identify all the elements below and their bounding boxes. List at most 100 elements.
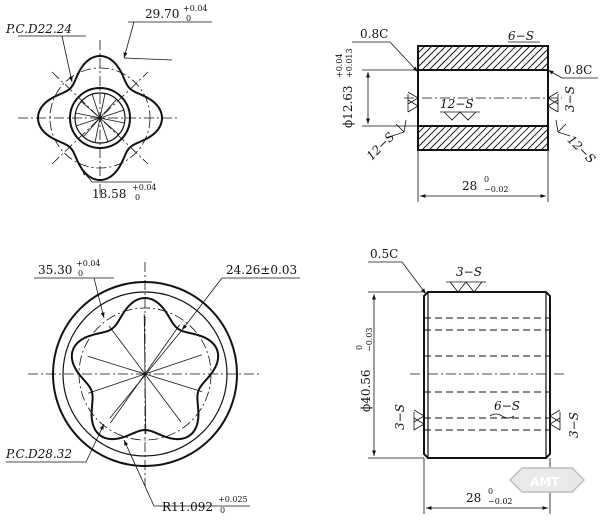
bore-inner-circle — [74, 92, 126, 144]
dia-tol-low: +0.013 — [345, 48, 354, 78]
len-tol-up: 0 — [484, 175, 489, 184]
hatch-line — [449, 125, 475, 151]
hatch-line — [417, 45, 426, 54]
hatch-line — [456, 125, 482, 151]
radial-lines — [87, 313, 203, 435]
finish-right-symbol — [549, 409, 561, 431]
pcd-leader — [85, 423, 105, 463]
hatch-line — [484, 125, 510, 151]
finish-mid-label: 6−S — [494, 399, 520, 413]
len-tol-low: −0.02 — [484, 185, 509, 194]
outer-inner-circle — [62, 291, 228, 457]
chamfer-left-leader — [389, 41, 419, 73]
hatch-bottom-wall — [417, 125, 549, 151]
hatch-line — [417, 125, 433, 141]
hatch-line — [428, 125, 454, 151]
finish-right-diag-symbol — [555, 119, 571, 137]
finish-mid-wave — [489, 413, 515, 419]
dim-bottom-tol-low: 0 — [135, 193, 140, 202]
centerline-diag-2 — [51, 71, 149, 165]
hatch-top-wall — [417, 45, 549, 71]
bore-ray — [99, 117, 109, 142]
hatch-line — [421, 125, 447, 151]
lobe-ray — [143, 313, 146, 375]
hatch-line — [417, 125, 440, 148]
dim-bottom-leader — [81, 169, 93, 183]
dim-top-ext — [123, 57, 173, 61]
len-label: 28 — [462, 179, 477, 193]
chamfer-right-label: 0.8C — [564, 63, 592, 77]
hatch-line — [505, 45, 531, 71]
hatch-line — [526, 48, 549, 71]
dim-top-tol-up: +0.04 — [183, 4, 208, 13]
hatch-line — [421, 45, 447, 71]
hatch-line — [435, 45, 461, 71]
watermark-text: AMT — [530, 475, 560, 489]
radius-value: R11.092 — [162, 500, 213, 514]
lobe-ray — [144, 373, 147, 435]
bore-ray — [75, 112, 101, 119]
finish-right-vert-label: 3−S — [563, 86, 577, 112]
radius-tol-low: 0 — [220, 506, 225, 515]
hatch-line — [442, 125, 468, 151]
hatch-line — [477, 125, 503, 151]
sleeve-outline — [423, 291, 551, 459]
hatch-line — [463, 45, 489, 71]
dia-tol-up: +0.04 — [335, 53, 344, 78]
four-lobe-profile — [36, 54, 164, 182]
len-label: 28 — [466, 491, 481, 505]
dim-a-value: 35.30 — [38, 263, 72, 277]
dim-b-line — [109, 329, 183, 419]
hatch-line — [463, 125, 489, 151]
len-tol-up: 0 — [488, 487, 493, 496]
dia-tol-up: 0 — [355, 345, 364, 350]
dia-label: ϕ12.63 — [341, 85, 355, 128]
bore-ray — [99, 93, 106, 119]
bore-ray — [81, 101, 101, 119]
bore-ray — [99, 117, 125, 124]
hatch-line — [470, 45, 496, 71]
pitch-circle — [49, 67, 151, 169]
hatch-line — [470, 125, 496, 151]
hatch-line — [428, 45, 454, 71]
hatch-line — [526, 128, 549, 151]
dim-top-tol-low: 0 — [186, 14, 191, 23]
pcd-label: P.C.D22.24 — [5, 22, 72, 36]
hatch-line — [519, 125, 545, 151]
dim-top-leader — [123, 21, 135, 59]
hatch-line — [540, 142, 549, 151]
hatch-line — [449, 45, 475, 71]
watermark-badge — [508, 467, 586, 493]
hatch-line — [512, 45, 538, 71]
hatch-line — [484, 45, 510, 71]
hatch-line — [512, 125, 538, 151]
finish-inner-symbol — [443, 111, 477, 121]
lobe-ray — [87, 355, 146, 375]
len-tol-low: −0.02 — [488, 497, 513, 506]
dia-label: ϕ40.56 — [359, 369, 373, 412]
dim-a-tol-up: +0.04 — [76, 259, 101, 268]
finish-left-symbol — [407, 91, 419, 113]
view-top-left: P.C.D22.24 29.70 +0.04 0 18.58 +0.04 0 — [5, 4, 212, 202]
view-top-right: 0.8C 0.8C 6−S 12−S 3−S 12−S 12−S ϕ12.63 … — [335, 27, 598, 202]
chamfer-left-label: 0.8C — [360, 27, 388, 41]
hatch-line — [533, 135, 549, 151]
hatch-line — [519, 45, 545, 71]
finish-right-diag-label: 12−S — [565, 133, 599, 167]
lobe-ray — [144, 324, 180, 375]
hatch-line — [435, 125, 461, 151]
radius-tol-up: +0.025 — [218, 495, 248, 504]
view-bottom-left: 35.30 +0.04 0 24.26±0.03 P.C.D28.32 R11.… — [5, 259, 300, 515]
bore-ray — [91, 94, 101, 119]
bore-ray — [99, 117, 119, 135]
bore-ray — [99, 109, 124, 119]
dim-bottom-value: 18.58 — [92, 187, 126, 201]
finish-left-diag-symbol — [391, 119, 407, 137]
lobe-ray — [144, 373, 182, 423]
view-bottom-right: 0.5C 3−S 6−S 3−S 3−S ϕ40.56 0 −0.03 28 0… — [355, 247, 586, 514]
finish-left-label: 3−S — [393, 404, 407, 430]
chamfer-right-leader — [547, 69, 563, 79]
chamfer-label: 0.5C — [370, 247, 398, 261]
hatch-line — [456, 45, 482, 71]
